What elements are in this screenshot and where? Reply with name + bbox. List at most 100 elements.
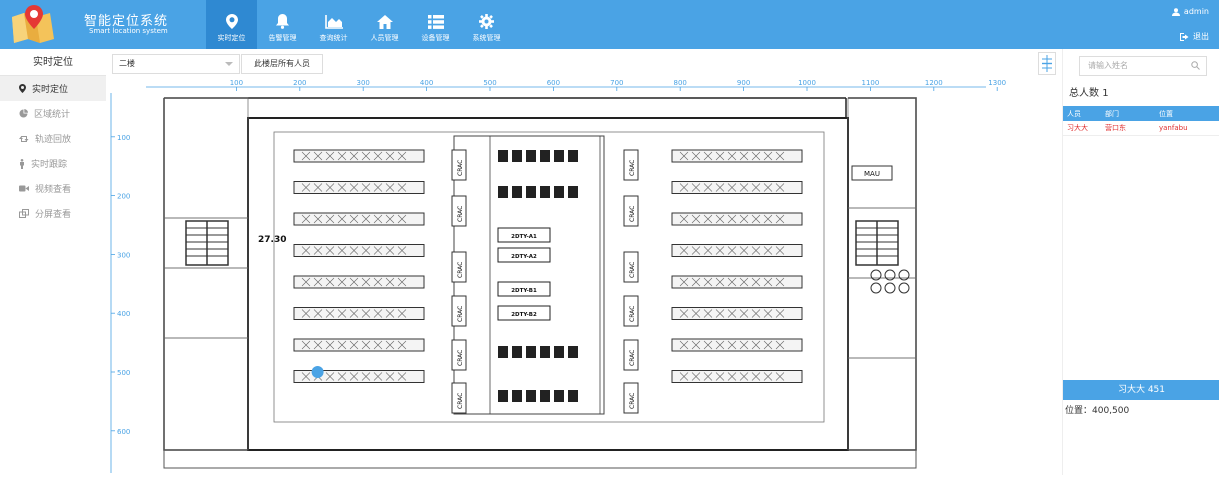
nav-realtime-location[interactable]: 实时定位 — [206, 0, 257, 49]
rack-cell — [325, 183, 335, 192]
rack-cell — [385, 246, 395, 255]
crac-unit — [451, 295, 467, 327]
crac-unit — [623, 195, 639, 227]
fan-units — [870, 269, 910, 294]
nav-label: 人员管理 — [370, 34, 399, 42]
x-tick-label: 1000 — [798, 79, 816, 87]
rack-cell — [715, 340, 725, 350]
sidebar-item-label: 实时定位 — [32, 85, 69, 95]
nav-device[interactable]: 设备管理 — [410, 0, 461, 49]
sidebar-item-realtime-tracking[interactable]: 实时跟踪 — [0, 151, 106, 176]
rack-cell — [373, 183, 383, 192]
rack-cell — [727, 246, 737, 255]
rack-cell — [385, 151, 395, 161]
rack-cell — [691, 214, 701, 224]
rack-cell — [703, 183, 713, 192]
rack-cell — [727, 372, 737, 381]
sidebar-title: 实时定位 — [0, 49, 106, 76]
ups-unit — [497, 227, 551, 243]
equipment-cabinet — [540, 346, 550, 358]
rack-cell — [313, 309, 323, 318]
equipment-cabinet — [568, 186, 578, 198]
rack-cell — [373, 372, 383, 381]
equipment-cabinet — [512, 186, 522, 198]
sidebar-item-split-screen[interactable]: 分屏查看 — [0, 201, 106, 226]
rack-cell — [301, 151, 311, 161]
rack-cell — [763, 246, 773, 255]
rack-cell — [739, 372, 749, 381]
rack-row — [671, 370, 803, 383]
nav-label: 系统管理 — [472, 34, 501, 42]
person-marker[interactable] — [311, 366, 324, 378]
floor-select[interactable]: 二楼 — [112, 54, 240, 74]
total-value: 1 — [1102, 88, 1109, 99]
rack-cell — [325, 277, 335, 287]
crac-unit — [623, 382, 639, 414]
caret-down-icon — [225, 62, 233, 66]
rack-cell — [775, 277, 785, 287]
rack-cell — [349, 277, 359, 287]
equipment-cabinet — [526, 346, 536, 358]
user-menu[interactable]: admin — [1171, 7, 1209, 16]
crac-label: CRAC — [457, 350, 464, 366]
col-person: 人员 — [1067, 109, 1081, 118]
rack-cell — [751, 183, 761, 192]
search-icon[interactable] — [1191, 61, 1200, 70]
equipment-cabinet — [526, 390, 536, 402]
sidebar-item-video[interactable]: 视频查看 — [0, 176, 106, 201]
equipment-cabinet — [554, 346, 564, 358]
rack-cell — [385, 309, 395, 318]
rack-cell — [325, 151, 335, 161]
rack-cell — [361, 277, 371, 287]
logout-button[interactable]: 退出 — [1180, 31, 1209, 42]
rack-cell — [751, 309, 761, 318]
nav-personnel[interactable]: 人员管理 — [359, 0, 410, 49]
rack-cell — [337, 151, 347, 161]
sidebar-item-label: 实时跟踪 — [31, 160, 68, 170]
rack-cell — [679, 214, 689, 224]
table-row[interactable]: 习大大 营口东 yanfabu — [1063, 121, 1219, 136]
nav-alarm[interactable]: 告警管理 — [257, 0, 308, 49]
rack-cell — [775, 340, 785, 350]
rack-cell — [325, 340, 335, 350]
cell-name: 习大大 — [1067, 124, 1088, 132]
ups-unit — [497, 247, 551, 263]
name-search-input[interactable]: 请输入姓名 — [1079, 56, 1207, 76]
rack-cell — [775, 246, 785, 255]
selected-person-bar[interactable]: 习大大 451 — [1063, 380, 1219, 400]
rack-cell — [727, 214, 737, 224]
ruler-toggle-button[interactable] — [1038, 52, 1056, 75]
rack-cell — [703, 214, 713, 224]
rack-cell — [679, 340, 689, 350]
user-name: admin — [1183, 7, 1209, 16]
equipment-cabinet — [512, 390, 522, 402]
rack-cell — [385, 277, 395, 287]
sidebar-item-label: 区域统计 — [34, 110, 71, 120]
rack-cell — [715, 246, 725, 255]
show-all-people-button[interactable]: 此楼层所有人员 — [241, 54, 323, 74]
x-tick-label: 1200 — [925, 79, 943, 87]
selected-position: 位置：400,500 — [1065, 406, 1130, 416]
rack-cell — [385, 214, 395, 224]
rack-cell — [763, 183, 773, 192]
crac-label: CRAC — [629, 160, 636, 176]
sidebar-item-realtime[interactable]: 实时定位 — [0, 76, 106, 101]
app-logo — [10, 3, 56, 45]
rack-cell — [373, 214, 383, 224]
rack-cell — [751, 151, 761, 161]
crac-unit — [623, 339, 639, 371]
sidebar-item-area-stats[interactable]: 区域统计 — [0, 101, 106, 126]
sidebar-item-track-replay[interactable]: 轨迹回放 — [0, 126, 106, 151]
rack-cell — [337, 372, 347, 381]
crac-unit — [451, 382, 467, 414]
rack-cell — [349, 183, 359, 192]
nav-system[interactable]: 系统管理 — [461, 0, 512, 49]
people-table-header: 人员 部门 位置 — [1063, 106, 1219, 121]
nav-query-stats[interactable]: 查询统计 — [308, 0, 359, 49]
rack-cell — [337, 214, 347, 224]
ups-label: 2DTY-A1 — [511, 234, 537, 240]
rack-cell — [349, 214, 359, 224]
rack-cell — [739, 151, 749, 161]
